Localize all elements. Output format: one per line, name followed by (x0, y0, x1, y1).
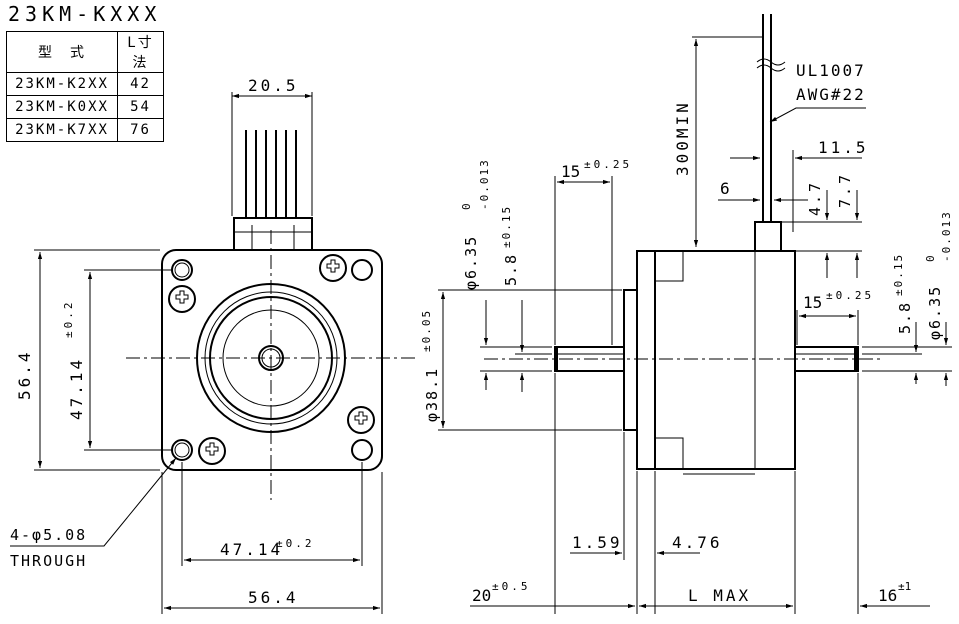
table-cell-l: 54 (117, 95, 164, 119)
dim-rear-shaft-tol-upper: 0 (924, 255, 937, 262)
hole-note-through: THROUGH (10, 552, 87, 570)
drawing-title: 23KM-KXXX (8, 2, 162, 26)
dim-rear-flat-tol: ±0.25 (826, 289, 874, 302)
table-cell-l: 76 (117, 118, 164, 142)
mounting-hole (171, 439, 193, 461)
dim-hole-pitch-h-tol: ±0.2 (276, 537, 315, 550)
mounting-hole (351, 259, 373, 281)
dim-lead-offset: 11.5 (818, 138, 869, 157)
dim-rear-shaft-len-tol: ±1 (898, 580, 911, 593)
dim-flange-thk: 4.76 (672, 533, 723, 552)
dim-front-shaft-len: 20 (472, 586, 491, 605)
dim-pilot-tol: ±0.05 (420, 309, 433, 352)
dim-pilot-depth: 1.59 (572, 533, 623, 552)
dim-rear-flat-depth-tol: ±0.15 (892, 253, 905, 296)
dim-rear-shaft-len: 16 (878, 586, 897, 605)
lead-spec-2: AWG#22 (796, 85, 866, 104)
dim-front-flat: 15 (561, 162, 580, 181)
dim-connector-width: 20.5 (248, 76, 299, 95)
dim-lead-length: 300MIN (673, 100, 692, 176)
side-view: UL1007 AWG#22 300MIN 11.5 6 4.7 7.7 15 ±… (420, 14, 953, 614)
dim-flat-depth: 5.8 (502, 253, 520, 286)
table-cell-model: 23KM-K2XX (6, 72, 118, 96)
dim-hole-pitch-v: 47.14 (67, 357, 86, 420)
dim-rear-shaft-tol-lower: -0.013 (940, 210, 953, 262)
table-row: 23KM-K7XX 76 (6, 118, 164, 142)
connector (233, 130, 313, 251)
dim-shaft-tol-lower: -0.013 (478, 158, 491, 210)
lead-exit (754, 221, 782, 252)
table-row: 23KM-K2XX 42 (6, 72, 164, 96)
dim-lead-47: 4.7 (806, 180, 824, 216)
front-view: 20.5 56.4 47.14 ±0.2 47.14 ±0.2 56.4 4-φ… (10, 76, 416, 614)
mounting-hole (351, 439, 373, 461)
dim-front-shaft-len-tol: ±0.5 (492, 580, 531, 593)
dim-height: 56.4 (15, 349, 34, 400)
screw-icon (168, 285, 196, 313)
dim-pilot-dia: φ38.1 (423, 367, 441, 422)
hole-note: 4-φ5.08 (10, 526, 87, 544)
motor-face (161, 249, 383, 471)
dim-lead-77: 7.7 (836, 172, 854, 208)
dimension-table: 型 式 L寸法 23KM-K2XX 42 23KM-K0XX 54 23KM-K… (6, 31, 164, 142)
mounting-hole (171, 259, 193, 281)
dim-rear-flat-depth: 5.8 (896, 301, 914, 334)
screw-icon (198, 437, 226, 465)
lead-spec-1: UL1007 (796, 61, 866, 80)
screw-icon (347, 406, 375, 434)
motor-body (636, 250, 796, 470)
dim-rear-flat: 15 (803, 293, 822, 312)
screw-icon (319, 254, 347, 282)
table-row: 23KM-K0XX 54 (6, 95, 164, 119)
table-header-model: 型 式 (6, 31, 118, 73)
dim-rear-shaft-dia: φ6.35 (926, 285, 944, 340)
dim-hole-pitch-v-tol: ±0.2 (62, 300, 75, 339)
dim-hole-pitch-h: 47.14 (220, 540, 283, 559)
table-header-row: 型 式 L寸法 (6, 31, 164, 73)
pilot (623, 289, 638, 431)
table-cell-model: 23KM-K7XX (6, 118, 118, 142)
dim-width: 56.4 (248, 588, 299, 607)
dim-front-flat-tol: ±0.25 (584, 158, 632, 171)
dim-lead-6: 6 (720, 179, 730, 198)
dim-shaft-dia: φ6.35 (462, 235, 480, 290)
dim-body-length: L MAX (688, 586, 751, 605)
dim-flat-depth-tol: ±0.15 (500, 205, 513, 248)
dim-shaft-tol-upper: 0 (460, 203, 473, 210)
